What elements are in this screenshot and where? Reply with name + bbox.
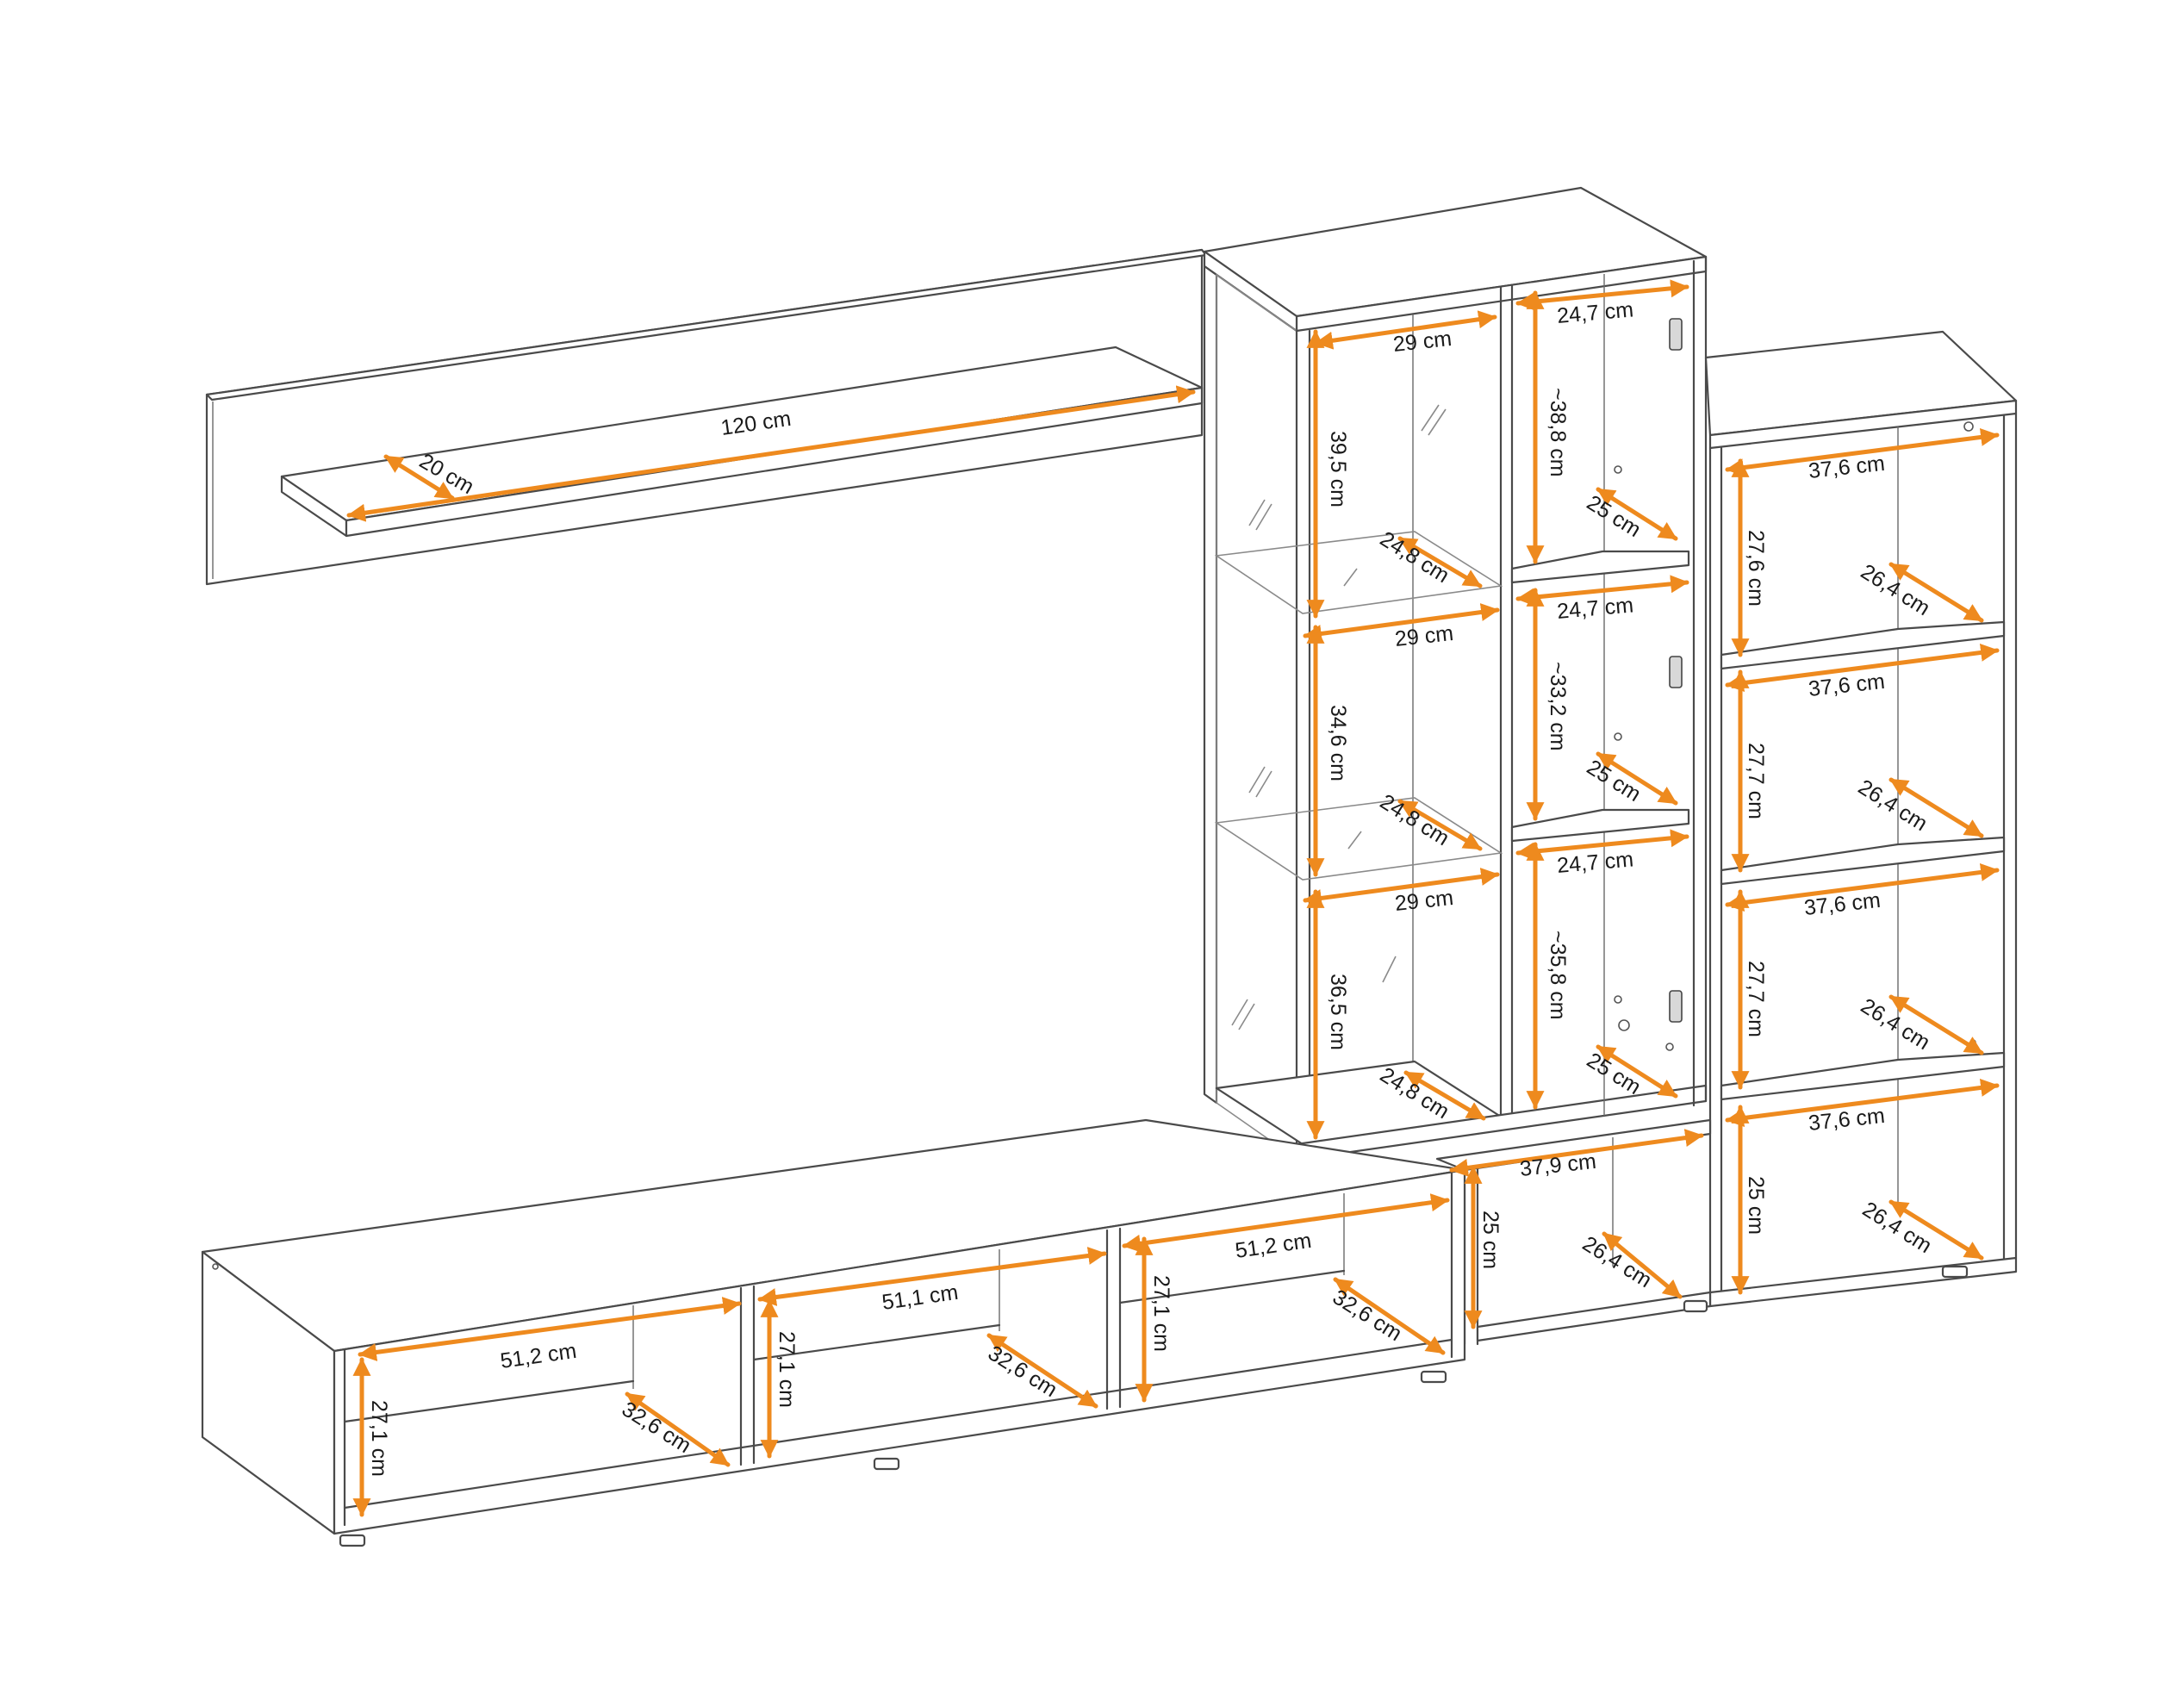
dim-label-tv-height-2: 27,1 cm	[775, 1331, 799, 1408]
dim-label-glass-depth-1: 24,8 cm	[1376, 526, 1453, 588]
dim-arrow-book-width-2	[1725, 643, 2000, 693]
dim-arrow-door-width-bottom	[1515, 829, 1689, 861]
dim-label-book-height-4: 25 cm	[1744, 1176, 1768, 1235]
dim-label-glass-depth-2: 24,8 cm	[1376, 789, 1453, 850]
dim-arrow-step-depth	[1602, 1231, 1683, 1299]
dim-label-glass-width-mid: 29 cm	[1394, 621, 1455, 651]
dim-arrow-book-width-1	[1725, 427, 2000, 477]
dim-arrow-tv-depth-2	[986, 1333, 1098, 1409]
dim-label-door-width-bottom: 24,7 cm	[1556, 847, 1634, 878]
dim-arrow-glass-width-top	[1314, 310, 1497, 350]
dim-arrow-tv-width-1	[358, 1297, 742, 1361]
dim-arrow-book-depth-1	[1888, 562, 1984, 623]
dim-arrow-book-depth-3	[1888, 994, 1984, 1055]
dim-arrow-door-width-top	[1515, 279, 1689, 311]
dim-label-glass-height-bottom: 36,5 cm	[1326, 974, 1350, 1050]
dim-label-book-height-1: 27,6 cm	[1744, 530, 1768, 607]
glass-cabinet	[1203, 186, 1708, 1161]
dim-label-door-width-mid: 24,7 cm	[1556, 593, 1634, 624]
dim-arrow-glass-width-mid	[1303, 603, 1500, 643]
dimension-annotations: 120 cm 20 cm 29 cm 29 cm 29 cm 39,5 cm 3…	[346, 279, 2000, 1517]
dim-arrow-door-depth-mid	[1596, 751, 1678, 806]
door-cabinet	[1510, 255, 1708, 1116]
dim-arrow-glass-depth-2	[1397, 799, 1483, 851]
dim-label-book-depth-3: 26,4 cm	[1857, 993, 1934, 1055]
dim-label-glass-height-top: 39,5 cm	[1326, 431, 1350, 507]
dim-label-step-height: 25 cm	[1478, 1211, 1503, 1269]
dim-label-glass-width-bottom: 29 cm	[1394, 886, 1455, 916]
dim-arrow-tv-depth-1	[625, 1391, 731, 1467]
dim-arrow-book-depth-4	[1888, 1199, 1984, 1261]
dim-arrow-shelf-depth	[383, 454, 455, 501]
dim-arrow-door-width-mid	[1515, 575, 1689, 607]
dim-arrow-book-depth-2	[1888, 777, 1984, 838]
dim-label-door-height-mid: ~33,2 cm	[1546, 662, 1570, 751]
dim-label-book-depth-2: 26,4 cm	[1854, 775, 1932, 836]
dim-arrow-book-width-4	[1725, 1078, 2000, 1128]
dim-arrow-door-depth-top	[1596, 487, 1678, 541]
dim-arrow-tv-depth-3	[1333, 1277, 1446, 1355]
dim-label-book-height-3: 27,7 cm	[1744, 961, 1768, 1037]
dim-label-glass-height-mid: 34,6 cm	[1326, 705, 1350, 781]
dim-arrow-shelf-length	[346, 385, 1196, 522]
dim-arrow-glass-depth-1	[1397, 536, 1483, 588]
dim-label-book-height-2: 27,7 cm	[1744, 743, 1768, 819]
dim-arrow-step-width	[1449, 1129, 1704, 1177]
dim-label-step-depth: 26,4 cm	[1578, 1231, 1656, 1292]
dim-label-glass-width-top: 29 cm	[1392, 327, 1453, 357]
dim-label-door-height-top: ~38,8 cm	[1546, 388, 1570, 477]
dim-label-door-width-top: 24,7 cm	[1556, 297, 1634, 328]
dim-arrow-glass-depth-bottom	[1403, 1070, 1486, 1121]
dim-arrow-door-depth-bottom	[1596, 1044, 1678, 1099]
dim-label-tv-height-3: 27,1 cm	[1149, 1275, 1173, 1352]
dim-arrow-glass-width-bottom	[1303, 868, 1500, 907]
dim-arrow-tv-width-3	[1122, 1193, 1450, 1253]
dim-arrow-book-width-3	[1725, 862, 2000, 912]
dim-label-door-height-bottom: ~35,8 cm	[1546, 931, 1570, 1020]
tv-stand	[201, 1118, 1466, 1547]
dim-arrow-tv-width-2	[757, 1247, 1107, 1306]
dim-label-tv-height-1: 27,1 cm	[367, 1400, 391, 1477]
